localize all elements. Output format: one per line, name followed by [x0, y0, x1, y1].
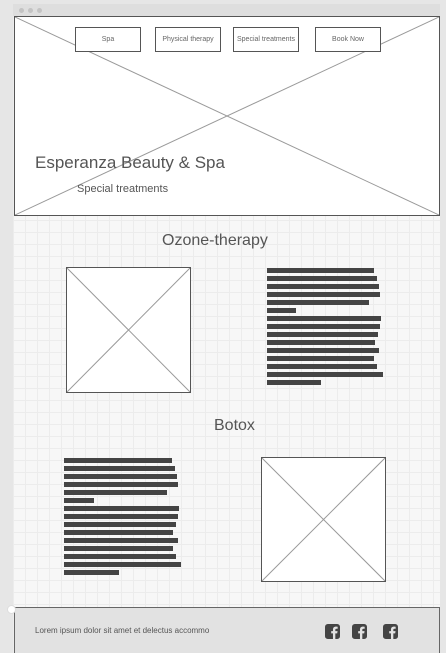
resize-handle[interactable]	[7, 605, 16, 614]
text-line	[64, 482, 178, 487]
text-line	[64, 466, 175, 471]
text-line	[267, 308, 296, 313]
section-title-ozone: Ozone-therapy	[162, 232, 268, 249]
text-line	[64, 538, 178, 543]
text-line	[64, 490, 167, 495]
text-line	[64, 562, 181, 567]
text-line	[267, 348, 379, 353]
text-line	[267, 268, 374, 273]
nav-physical-therapy-button[interactable]: Physical therapy	[155, 27, 221, 52]
text-line	[64, 498, 94, 503]
text-line	[267, 324, 380, 329]
nav-spa-button[interactable]: Spa	[75, 27, 141, 52]
text-line	[267, 364, 377, 369]
text-line	[64, 458, 172, 463]
hero-subtitle: Special treatments	[77, 183, 169, 195]
window-dot-icon[interactable]	[37, 8, 42, 13]
nav-book-now-button[interactable]: Book Now	[315, 27, 381, 52]
ozone-image-placeholder	[66, 267, 191, 393]
facebook-icon[interactable]	[352, 624, 367, 639]
text-line	[267, 356, 374, 361]
text-line	[64, 522, 176, 527]
image-placeholder-icon	[262, 458, 385, 581]
text-line	[267, 340, 375, 345]
nav-special-treatments-button[interactable]: Special treatments	[233, 27, 299, 52]
text-line	[267, 332, 378, 337]
nav-spa-label: Spa	[101, 36, 115, 43]
text-line	[267, 316, 381, 321]
text-line	[267, 380, 321, 385]
footer: Lorem ipsum dolor sit amet et delectus a…	[14, 607, 440, 653]
text-line	[267, 284, 379, 289]
text-line	[64, 570, 119, 575]
text-line	[267, 276, 377, 281]
ozone-text-block	[267, 268, 383, 388]
nav-special-treatments-label: Special treatments	[237, 36, 295, 43]
window-titlebar	[13, 4, 440, 16]
text-line	[64, 514, 178, 519]
nav-physical-therapy-label: Physical therapy	[162, 36, 214, 43]
window-dot-icon[interactable]	[28, 8, 33, 13]
footer-text: Lorem ipsum dolor sit amet et delectus a…	[35, 626, 210, 635]
botox-text-block	[64, 458, 181, 578]
text-line	[267, 300, 369, 305]
nav-book-now-label: Book Now	[332, 36, 364, 43]
text-line	[267, 372, 383, 377]
text-line	[267, 292, 380, 297]
facebook-icon[interactable]	[325, 624, 340, 639]
text-line	[64, 530, 173, 535]
window-dot-icon[interactable]	[19, 8, 24, 13]
hero-title: Esperanza Beauty & Spa	[35, 153, 225, 172]
hero-banner: Spa Physical therapy Special treatments …	[14, 16, 440, 216]
text-line	[64, 506, 179, 511]
facebook-icon[interactable]	[383, 624, 398, 639]
text-line	[64, 554, 176, 559]
section-title-botox: Botox	[214, 417, 255, 434]
text-line	[64, 546, 173, 551]
botox-image-placeholder	[261, 457, 386, 582]
text-line	[64, 474, 177, 479]
image-placeholder-icon	[67, 268, 190, 392]
